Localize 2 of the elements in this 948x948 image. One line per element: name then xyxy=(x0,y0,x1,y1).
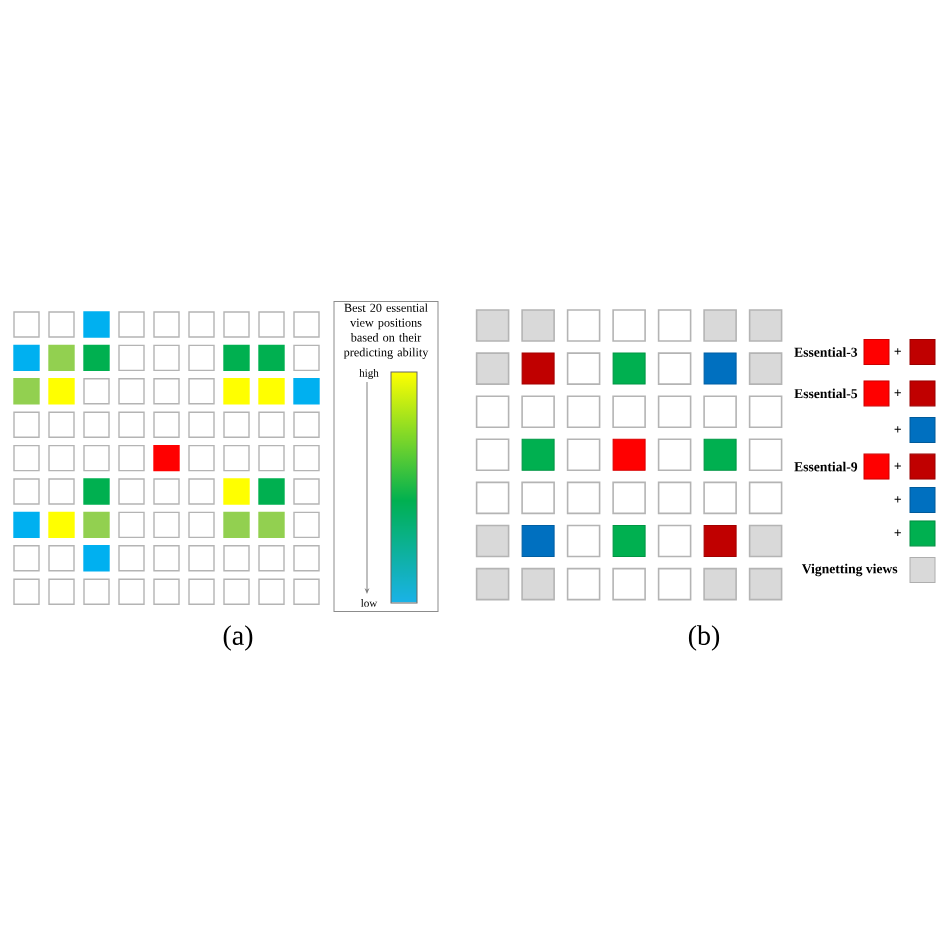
panel-label: (a) xyxy=(223,625,253,651)
panel-label: (b) xyxy=(688,625,720,651)
